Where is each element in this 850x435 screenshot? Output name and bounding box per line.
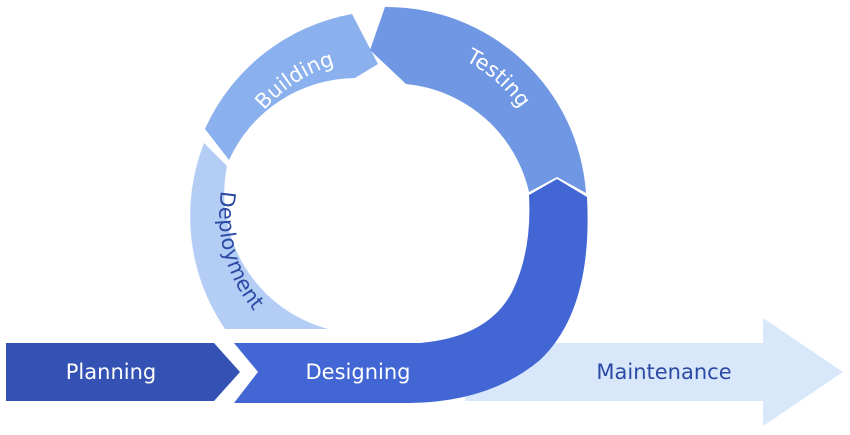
deployment-segment: [190, 143, 328, 329]
designing-label: Designing: [306, 360, 411, 384]
testing-segment: [370, 6, 586, 194]
planning-label: Planning: [66, 360, 156, 384]
maintenance-label: Maintenance: [596, 360, 731, 384]
building-segment: [205, 14, 378, 160]
planning-arrow: [6, 343, 240, 401]
maintenance-arrow: [465, 318, 843, 426]
designing-band: [234, 179, 588, 403]
